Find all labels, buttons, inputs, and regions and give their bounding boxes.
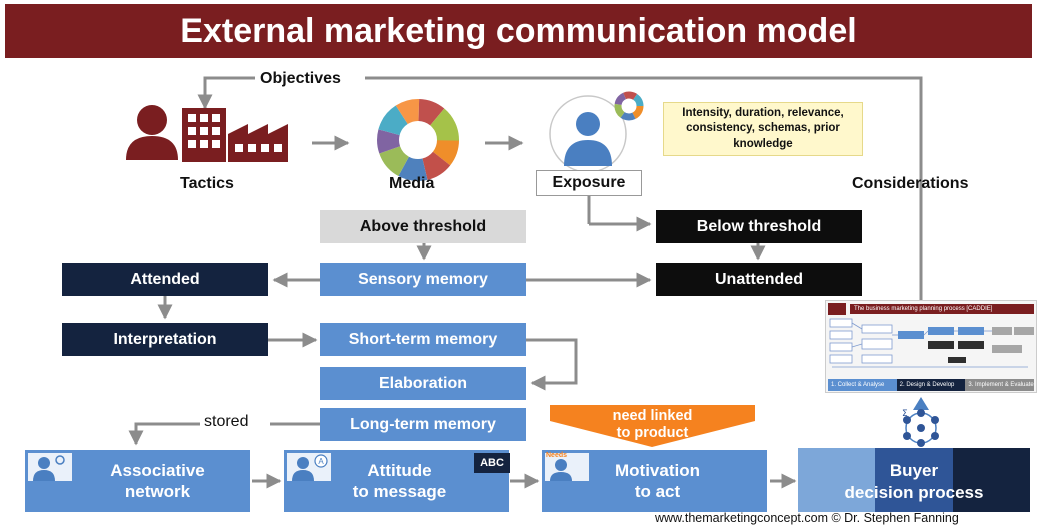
objectives-to-tactics-arrow (197, 76, 255, 110)
exposure-label: Exposure (536, 170, 642, 196)
sensory-memory-box: Sensory memory (320, 263, 526, 296)
need-linked-banner (550, 405, 755, 447)
buyer-panel-dark (952, 448, 1030, 512)
long-term-memory-box: Long-term memory (320, 408, 526, 441)
media-label: Media (389, 175, 435, 192)
motivation-line-1: Motivation (615, 460, 700, 480)
media-icon (377, 99, 459, 181)
caddie-step-2: 2. Design & Develop (896, 379, 966, 391)
motivation-text: Motivation to act (615, 460, 700, 503)
stored-line (128, 422, 200, 446)
attitude-person-icon: A (287, 453, 331, 481)
stored-label: stored (204, 413, 249, 430)
caddie-steps: 1. Collect & Analyse 2. Design & Develop… (828, 379, 1035, 391)
objectives-label: Objectives (260, 70, 341, 87)
below-threshold-box: Below threshold (656, 210, 862, 243)
exposure-factors-note: Intensity, duration, relevance, consiste… (663, 102, 863, 156)
caddie-title: The business marketing planning process … (850, 304, 1034, 314)
exposure-icon (549, 91, 644, 173)
associative-network-text: Associative network (110, 460, 205, 503)
motivation-person-icon (545, 453, 589, 481)
associative-network-box: Associative network (25, 450, 250, 512)
caddie-step-1: 1. Collect & Analyse (828, 379, 897, 391)
attended-box: Attended (62, 263, 268, 296)
above-threshold-box: Above threshold (320, 210, 526, 243)
buyer-panel-mid (875, 448, 953, 512)
buyer-to-caddie-arrow (913, 397, 929, 410)
buyer-decision-text: Buyer decision process (798, 460, 1030, 504)
associative-network-line-2: network (124, 482, 191, 501)
buyer-line-2: decision process (844, 483, 984, 503)
needs-tag: Needs (546, 452, 568, 459)
need-linked-line-2: to product (616, 425, 689, 442)
motivation-line-2: to act (634, 482, 681, 501)
abc-badge: ABC (474, 453, 510, 473)
associative-network-line-1: Associative (110, 460, 205, 480)
network-icon: Σ (902, 409, 939, 447)
caddie-logo (828, 303, 846, 315)
stm-to-elaboration-arrow (526, 338, 578, 391)
svg-text:A: A (318, 457, 324, 466)
buyer-panel-light (798, 448, 876, 512)
buyer-decision-box (798, 448, 1030, 512)
attitude-text: Attitude to message (353, 460, 447, 503)
caddie-step-3: 3. Implement & Evaluate (965, 379, 1035, 391)
elaboration-box: Elaboration (320, 367, 526, 400)
tactics-label: Tactics (180, 175, 234, 192)
short-term-memory-box: Short-term memory (320, 323, 526, 356)
caddie-flowchart (829, 318, 1034, 368)
need-linked-line-1: need linked (612, 408, 693, 424)
considerations-label: Considerations (852, 175, 969, 192)
svg-text:Σ: Σ (902, 409, 908, 419)
unattended-box: Unattended (656, 263, 862, 296)
credit-text: www.themarketingconcept.com © Dr. Stephe… (655, 511, 959, 525)
tactics-icon (126, 105, 288, 162)
objectives-loop-line (365, 76, 923, 300)
caddie-diagram: The business marketing planning process … (825, 300, 1037, 393)
page-title: External marketing communication model (180, 11, 857, 50)
attitude-line-1: Attitude (367, 460, 432, 480)
title-banner: External marketing communication model (5, 4, 1032, 58)
interpretation-box: Interpretation (62, 323, 268, 356)
buyer-line-1: Buyer (889, 461, 939, 480)
need-linked-text: need linked to product (550, 408, 755, 443)
associative-person-icon (28, 453, 72, 481)
attitude-line-2: to message (352, 482, 447, 501)
